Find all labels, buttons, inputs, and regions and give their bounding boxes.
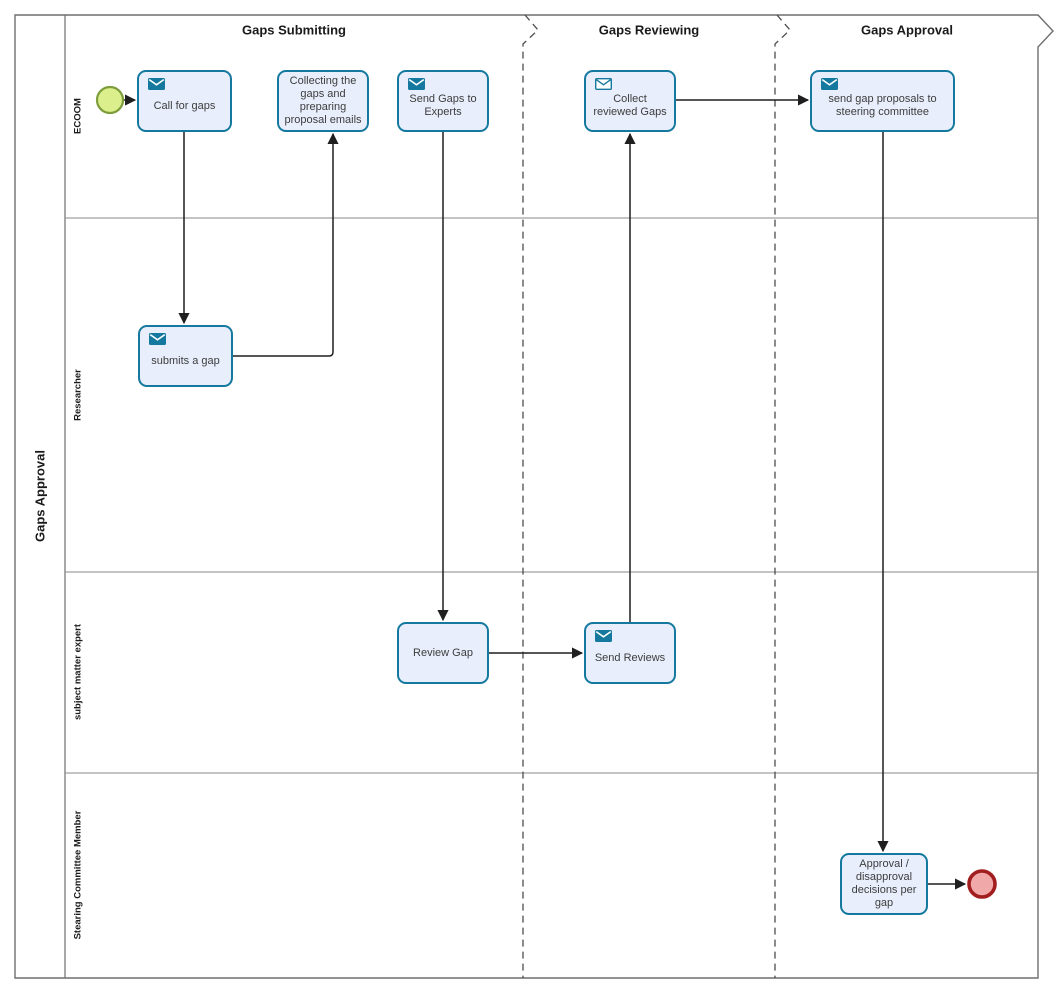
flow-submits-to-collecting: [233, 132, 339, 357]
receive-message-icon: [594, 77, 613, 91]
task-send-gap-proposals[interactable]: send gap proposals to steering committee: [810, 70, 955, 132]
task-label: send gap proposals to steering committee: [828, 93, 937, 118]
task-label: Collect reviewed Gaps: [593, 93, 667, 118]
phase-separator-1: [522, 14, 539, 978]
task-label: Collecting the gaps and preparing propos…: [284, 75, 362, 126]
task-collect-reviewed-gaps[interactable]: Collect reviewed Gaps: [584, 70, 676, 132]
lane-label-ecoom: ECOOM: [72, 98, 84, 134]
lane-label-subject-matter-expert: subject matter expert: [72, 623, 84, 721]
start-event[interactable]: [95, 85, 125, 115]
task-review-gap[interactable]: Review Gap: [397, 622, 489, 684]
task-label: Approval / disapproval decisions per gap: [851, 858, 917, 909]
task-collecting-gaps[interactable]: Collecting the gaps and preparing propos…: [277, 70, 369, 132]
pool-border: [14, 14, 1054, 979]
task-label: submits a gap: [151, 354, 220, 367]
task-send-reviews[interactable]: Send Reviews: [584, 622, 676, 684]
send-message-icon: [149, 333, 166, 345]
lane-label-stearing-committee-member: Stearing Committee Member: [72, 810, 84, 940]
task-call-for-gaps[interactable]: Call for gaps: [137, 70, 232, 132]
phase-label-gaps-submitting: Gaps Submitting: [242, 22, 346, 38]
send-message-icon: [408, 78, 425, 90]
task-label: Call for gaps: [153, 99, 216, 112]
task-submits-a-gap[interactable]: submits a gap: [138, 325, 233, 387]
send-message-icon: [148, 78, 165, 90]
task-label: Send Gaps to Experts: [409, 93, 477, 118]
task-approval-decisions[interactable]: Approval / disapproval decisions per gap: [840, 853, 928, 915]
task-label: Send Reviews: [594, 651, 666, 664]
end-event[interactable]: [967, 869, 997, 899]
task-send-gaps-to-experts[interactable]: Send Gaps to Experts: [397, 70, 489, 132]
lane-label-researcher: Researcher: [72, 369, 84, 421]
pool-label: Gaps Approval: [32, 450, 48, 542]
task-label: Review Gap: [413, 646, 473, 659]
phase-label-gaps-approval: Gaps Approval: [861, 22, 953, 38]
phase-separator-2: [774, 14, 791, 978]
phase-label-gaps-reviewing: Gaps Reviewing: [598, 22, 700, 38]
send-message-icon: [595, 630, 612, 642]
send-message-icon: [821, 78, 838, 90]
